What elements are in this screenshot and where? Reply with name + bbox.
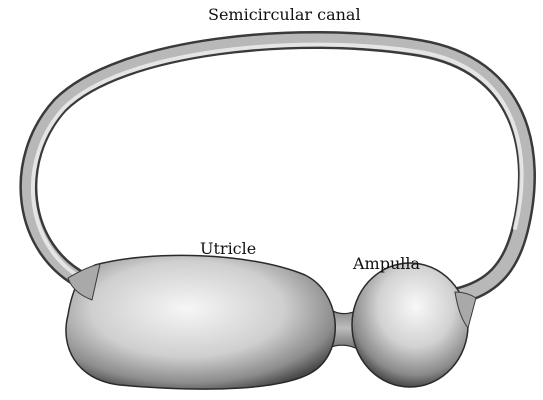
- semicircular-canal-label: Semicircular canal: [208, 7, 361, 23]
- semicircular-canal: [28, 40, 527, 296]
- utricle: [66, 255, 335, 389]
- ampulla-label: Ampulla: [353, 256, 420, 272]
- ampulla: [352, 263, 476, 387]
- utricle-label: Utricle: [200, 241, 256, 257]
